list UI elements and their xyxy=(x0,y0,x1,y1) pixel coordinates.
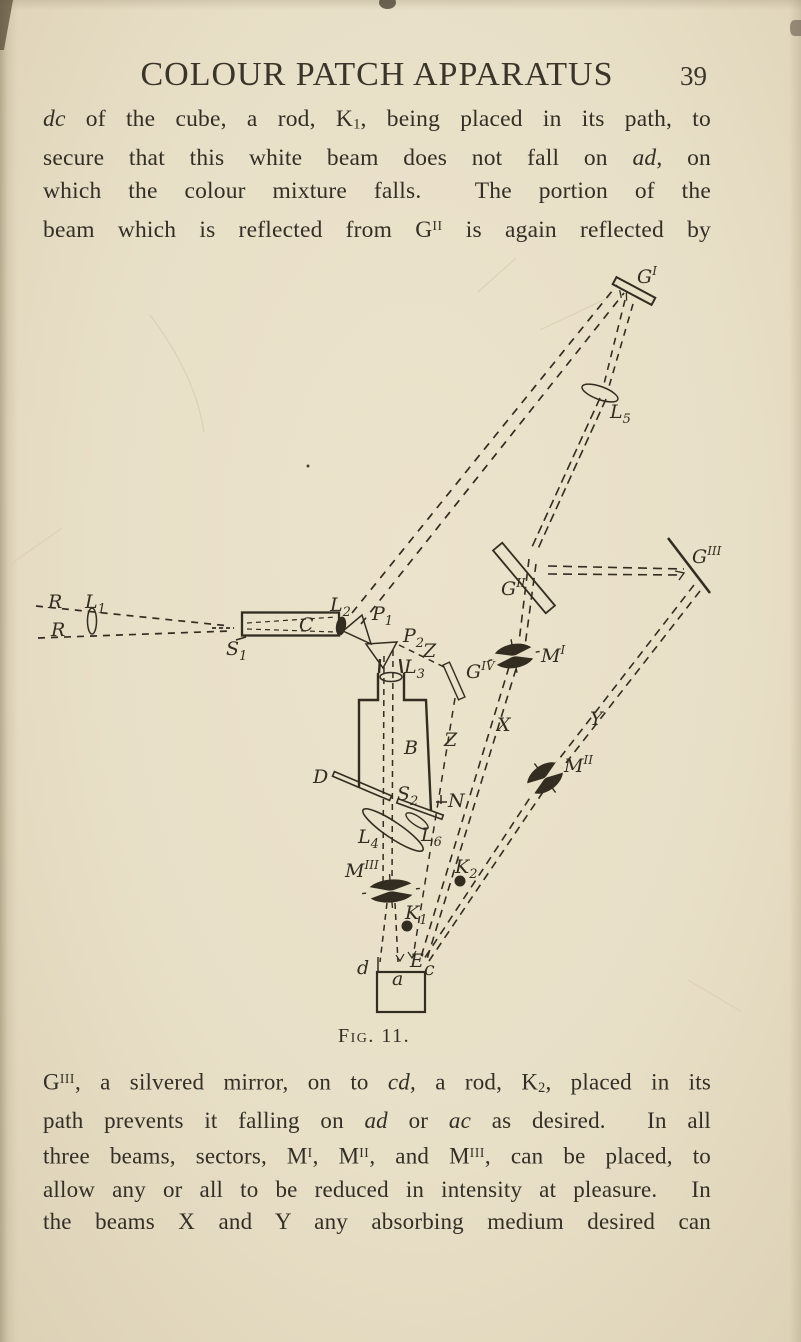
spectroscope-box-B xyxy=(357,658,433,812)
figure-label-m1: MI xyxy=(540,643,565,667)
text-line: secure that this white beam does not fal… xyxy=(43,145,711,172)
figure-label-r-upper: R xyxy=(47,591,62,613)
beam-G1-to-G2 xyxy=(531,299,634,552)
text-line: dc of the cube, a rod, K1, being placed … xyxy=(43,106,711,133)
figure-label-l1: L1 xyxy=(84,591,106,617)
figure-label-k1: K1 xyxy=(404,902,427,928)
text-line: path prevents it falling on ad or ac as … xyxy=(43,1107,711,1133)
lens-L4-icon xyxy=(362,808,424,852)
scan-artifact-top-right xyxy=(790,20,801,36)
lens-L6-icon xyxy=(405,812,429,830)
lens-L3-icon xyxy=(379,671,403,683)
scan-artifact-top-notch xyxy=(379,0,396,9)
figure-label-s2: S2 xyxy=(397,783,418,809)
figure-label-z-lower: Z xyxy=(443,729,458,751)
text-line: which the colour mixture falls. The port… xyxy=(43,178,711,205)
collimator-tube-C xyxy=(235,611,341,641)
figure-label-g4: GIV xyxy=(466,659,496,683)
slit-S1-tick xyxy=(235,636,247,641)
beam-Z xyxy=(398,644,456,958)
figure-label-l5: L5 xyxy=(609,401,631,427)
figure-label-m3: MIII xyxy=(344,858,379,882)
figure-11-diagram: RRL1S1CL2P1P2ZL3GIVGIIGIL5GIIIMIMIIMIIIX… xyxy=(7,257,743,1014)
text-line: three beams, sectors, MI, MII, and MIII,… xyxy=(43,1144,711,1170)
slit-S2-icon xyxy=(395,797,445,821)
figure-label-e-point: E xyxy=(409,950,424,972)
figure-label-b-box: B xyxy=(403,737,418,759)
arrowhead xyxy=(674,570,686,581)
text-line: the beams X and Y any absorbing medium d… xyxy=(43,1209,711,1235)
figure-label-l6: L6 xyxy=(420,824,442,850)
figure-label-a-corner: a xyxy=(392,968,403,990)
figure-label-z-upper: Z xyxy=(422,640,437,662)
figure-label-s1: S1 xyxy=(226,638,247,664)
paragraph-top: dc of the cube, a rod, K1, being placed … xyxy=(43,103,711,247)
incident-rays-R xyxy=(35,605,234,639)
figure-label-n: N xyxy=(447,790,466,812)
beam-G2-to-G3 xyxy=(547,565,686,581)
tick-N xyxy=(436,795,447,804)
rod-K1-icon xyxy=(401,920,413,932)
text-line: beam which is reflected from GII is agai… xyxy=(43,216,711,243)
mirror-G1-icon xyxy=(611,275,657,307)
figure-label-p1: P1 xyxy=(371,603,393,629)
arrow-ticks xyxy=(619,290,628,301)
figure-label-l2: L2 xyxy=(329,594,351,620)
plate-D-icon xyxy=(331,770,393,802)
figure-label-g3: GIII xyxy=(692,544,722,568)
figure-label-x-beam: X xyxy=(495,714,512,736)
mirror-G4-icon xyxy=(442,661,466,701)
patch-screen xyxy=(375,950,427,1014)
figure-label-d-plate: D xyxy=(312,766,328,788)
figure-label-c-corner: c xyxy=(424,958,435,980)
mirror-G3-icon xyxy=(666,537,712,594)
sector-M2-icon xyxy=(524,760,566,796)
figure-label-m2: MII xyxy=(563,753,593,777)
scan-artifact-top-left xyxy=(0,0,13,50)
prism-P1-icon xyxy=(341,613,373,646)
sector-M1-icon xyxy=(488,639,540,673)
figure-label-d-corner: d xyxy=(357,957,369,979)
figure-caption: Fig. 11. xyxy=(338,1025,411,1047)
beam-X xyxy=(420,558,537,960)
figure-label-c-tube: C xyxy=(299,614,314,636)
lens-L1-icon xyxy=(86,607,98,635)
rod-K2-icon xyxy=(454,875,466,887)
lens-L5-icon xyxy=(581,383,619,403)
figure-label-g1: GI xyxy=(637,264,657,288)
figure-label-g2: GII xyxy=(501,576,526,600)
figure-label-k2: K2 xyxy=(454,856,477,882)
convergence-arrowheads xyxy=(395,950,417,963)
paragraph-bottom: GIII, a silvered mirror, on to cd, a rod… xyxy=(43,1063,711,1239)
text-line: GIII, a silvered mirror, on to cd, a rod… xyxy=(43,1069,712,1097)
beam-Y xyxy=(423,584,701,962)
figure-label-p2: P2 xyxy=(402,625,424,651)
figure-label-l4: L4 xyxy=(357,826,379,852)
beam-central xyxy=(379,649,399,963)
prism-P2-icon xyxy=(364,641,399,670)
mirror-G2-icon xyxy=(491,541,557,615)
figure-label-l3: L3 xyxy=(403,656,425,682)
sector-M3-icon xyxy=(362,874,420,908)
page-number: 39 xyxy=(680,61,707,91)
page-title: COLOUR PATCH APPARATUS xyxy=(140,56,614,93)
beam-to-G1 xyxy=(351,284,625,625)
figure-label-r-lower: R xyxy=(50,619,65,641)
paper-scratches xyxy=(7,257,743,1013)
text-line: allow any or all to be reduced in intens… xyxy=(43,1176,711,1202)
ink-fleck xyxy=(306,464,310,468)
figure-label-y-beam: Y xyxy=(590,708,605,730)
